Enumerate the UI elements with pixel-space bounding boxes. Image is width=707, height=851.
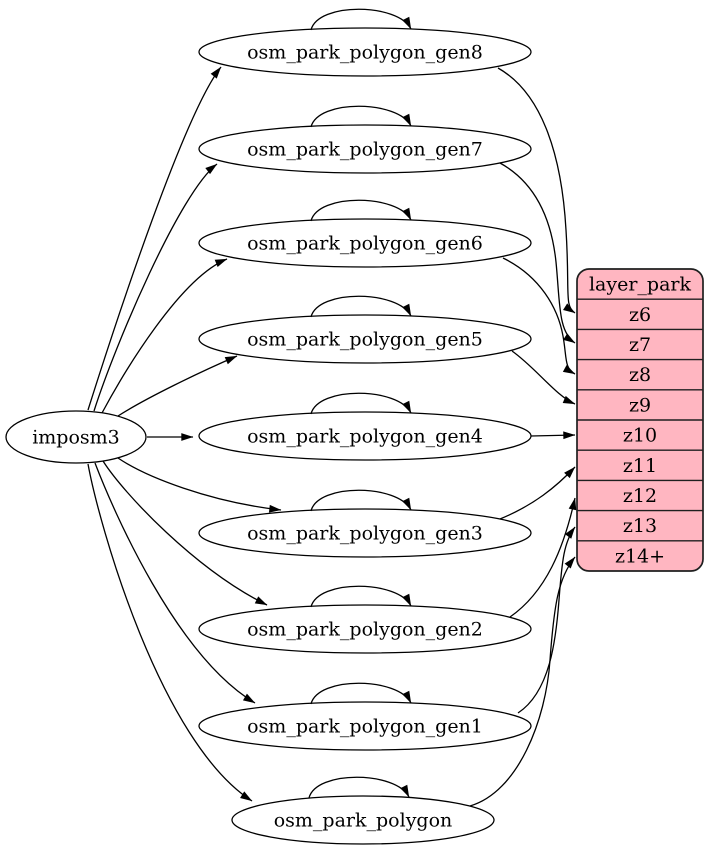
node-label: osm_park_polygon_gen3 xyxy=(247,523,483,545)
edge-imposm3-to-osm_park_polygon_gen2 xyxy=(102,460,268,606)
table-header: layer_park xyxy=(589,274,692,296)
self-loop-osm_park_polygon_gen3 xyxy=(310,489,412,512)
node-osm_park_polygon_gen2: osm_park_polygon_gen2 xyxy=(198,604,532,654)
node-osm_park_polygon_gen5: osm_park_polygon_gen5 xyxy=(198,314,532,364)
edge-osm_park_polygon_gen3-to-layer_park-z11 xyxy=(499,466,576,520)
self-loop-osm_park_polygon_gen4 xyxy=(310,392,412,415)
node-osm_park_polygon_gen7: osm_park_polygon_gen7 xyxy=(198,124,532,174)
table-row-z10: z10 xyxy=(623,425,657,447)
node-osm_park_polygon_gen3: osm_park_polygon_gen3 xyxy=(198,508,532,558)
ellipse-shape xyxy=(198,124,532,174)
ellipse-shape xyxy=(198,604,532,654)
node-osm_park_polygon_gen8: osm_park_polygon_gen8 xyxy=(198,27,532,77)
ellipse-shape xyxy=(198,314,532,364)
self-loop-osm_park_polygon_gen6 xyxy=(310,199,412,222)
self-loop-osm_park_polygon xyxy=(308,776,410,799)
node-label: osm_park_polygon_gen1 xyxy=(247,716,483,738)
table-row-z14+: z14+ xyxy=(615,545,665,567)
node-imposm3: imposm3 xyxy=(5,410,147,464)
self-loop-osm_park_polygon_gen2 xyxy=(310,585,412,608)
ellipse-shape xyxy=(198,701,532,751)
edge-imposm3-to-osm_park_polygon_gen7 xyxy=(93,163,218,412)
node-osm_park_polygon_gen4: osm_park_polygon_gen4 xyxy=(198,411,532,461)
table-row-z12: z12 xyxy=(623,485,657,507)
node-label: osm_park_polygon xyxy=(274,810,453,832)
edge-osm_park_polygon_gen6-to-layer_park-z8 xyxy=(502,257,576,375)
node-layer_park: layer_park z6 z7 z8 z9 z10 z11 z12 z13 z14+ xyxy=(576,268,704,572)
table-row-z7: z7 xyxy=(629,334,651,356)
table-row-z11: z11 xyxy=(623,455,657,477)
node-label: osm_park_polygon_gen8 xyxy=(247,42,483,64)
node-label: osm_park_polygon_gen7 xyxy=(247,139,483,161)
edge-osm_park_polygon_gen5-to-layer_park-z9 xyxy=(511,350,576,405)
edge-osm_park_polygon_gen1-to-layer_park-z13 xyxy=(517,526,576,714)
ellipse-shape xyxy=(198,508,532,558)
node-osm_park_polygon_gen6: osm_park_polygon_gen6 xyxy=(198,218,532,268)
edge-imposm3-to-osm_park_polygon xyxy=(87,463,253,802)
node-label: osm_park_polygon_gen5 xyxy=(247,329,483,351)
edge-osm_park_polygon_gen2-to-layer_park-z12 xyxy=(509,497,577,618)
edge-imposm3-to-osm_park_polygon_gen5 xyxy=(117,355,238,417)
ellipse-shape xyxy=(198,218,532,268)
node-label: osm_park_polygon_gen6 xyxy=(247,233,483,255)
self-loop-osm_park_polygon_gen5 xyxy=(310,295,412,318)
self-loop-osm_park_polygon_gen1 xyxy=(310,682,412,705)
node-osm_park_polygon_gen1: osm_park_polygon_gen1 xyxy=(198,701,532,751)
edge-osm_park_polygon-to-layer_park-z14+ xyxy=(469,556,576,807)
edge-imposm3-to-osm_park_polygon_gen3 xyxy=(117,457,282,513)
edge-imposm3-to-osm_park_polygon_gen8 xyxy=(87,66,222,411)
self-loop-osm_park_polygon_gen7 xyxy=(310,105,412,128)
edge-osm_park_polygon_gen7-to-layer_park-z7 xyxy=(499,162,576,344)
table-row-z6: z6 xyxy=(629,304,651,326)
table-row-z9: z9 xyxy=(629,394,651,416)
edge-imposm3-to-osm_park_polygon_gen6 xyxy=(101,258,228,414)
ellipse-shape xyxy=(198,27,532,77)
edge-imposm3-to-osm_park_polygon_gen1 xyxy=(94,462,256,704)
table-row-z13: z13 xyxy=(623,515,657,537)
ellipse-shape xyxy=(231,795,495,845)
table-row-z8: z8 xyxy=(629,364,651,386)
node-osm_park_polygon: osm_park_polygon xyxy=(231,795,495,845)
node-label: osm_park_polygon_gen4 xyxy=(247,426,483,448)
edge-osm_park_polygon_gen4-to-layer_park-z10 xyxy=(530,431,576,440)
edge-osm_park_polygon_gen8-to-layer_park-z6 xyxy=(497,67,576,314)
self-loop-osm_park_polygon_gen8 xyxy=(310,8,412,31)
node-label: imposm3 xyxy=(32,427,120,449)
node-label: osm_park_polygon_gen2 xyxy=(247,619,483,641)
ellipse-shape xyxy=(5,410,147,464)
